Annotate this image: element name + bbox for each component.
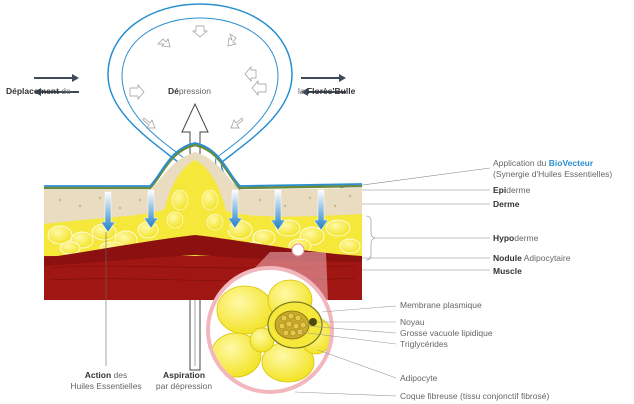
flores-rest: la [298,86,307,96]
application-sub-label: (Synergie d'Huiles Essentielles) [493,169,613,179]
action-rest: des [111,370,128,380]
adipocyte-label: Adipocyte [400,373,438,383]
membrane-label: Membrane plasmique [400,300,482,310]
depression-label: Dépression [168,86,211,97]
displacement-arrows [34,74,346,96]
flores-bold: Florès'Bulle [306,86,356,96]
aspiration-line2: par dépression [155,381,213,391]
nodule-bold: Nodule [493,253,522,263]
hypoderme-bold: Hypo [493,233,515,243]
deplacement-rest: de [58,86,71,96]
noyau-label: Noyau [400,317,425,327]
biovecteur-highlight: BioVecteur [548,158,594,168]
aspiration-bold: Aspiration [162,370,206,380]
application-prefix: Application du [493,158,549,168]
aspiration-label: Aspiration par dépression [134,370,234,392]
depression-arrows [129,25,267,129]
hypoderme-label: Hypoderme [493,233,538,244]
application-label: Application du BioVecteur [493,158,593,169]
noyau [309,318,317,326]
action-bold: Action [84,370,112,380]
action-label: Action des Huiles Essentielles [58,370,154,392]
epiderme-rest: derme [506,185,531,195]
essential-oil-arrows [100,189,329,233]
flores-bulle-label: la Florès'Bulle [298,86,355,97]
epiderme-layer [44,143,363,190]
vacuole-label: Grosse vacuole lipidique [400,328,493,338]
nodule-label: Nodule Adipocytaire [493,253,570,264]
derme-label: Derme [493,199,519,210]
hypoderme-rest: derme [514,233,539,243]
derme-bold: Derme [493,199,520,209]
depression-rest: pression [178,86,212,96]
coque-label: Coque fibreuse (tissu conjonctif fibrosé… [400,391,550,401]
triglycerides-label: Triglycérides [400,339,448,349]
action-line2: Huiles Essentielles [70,381,142,391]
nodule-rest: Adipocytaire [521,253,571,263]
depression-bold: Dé [168,86,179,96]
muscle-bold: Muscle [493,266,522,276]
deplacement-bold: Déplacement [6,86,59,96]
triglycerides-dots [278,312,307,337]
epiderme-label: Epiderme [493,185,530,196]
muscle-label: Muscle [493,266,522,277]
epiderme-bold: Epi [493,185,507,195]
deplacement-label: Déplacement de [6,86,71,97]
